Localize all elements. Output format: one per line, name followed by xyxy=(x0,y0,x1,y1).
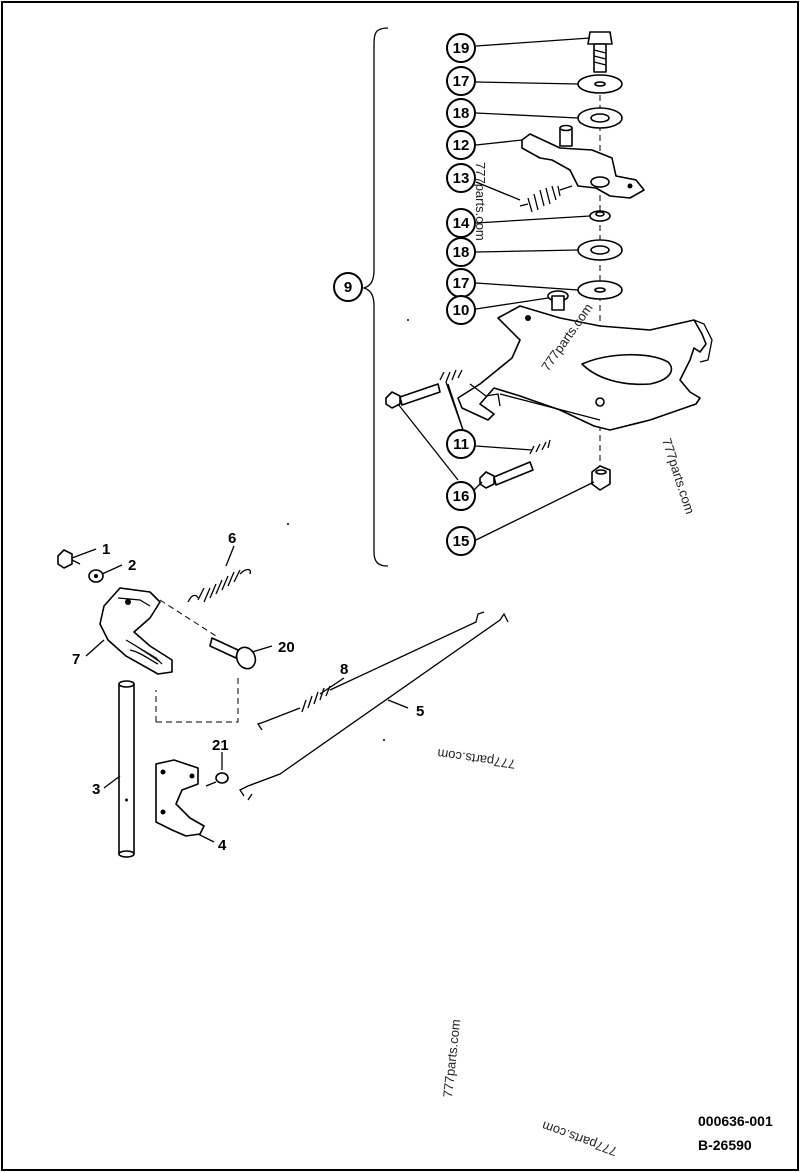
lower-leader-lines xyxy=(71,545,409,843)
label-8: 8 xyxy=(340,661,348,678)
callout-16: 16 xyxy=(446,481,476,511)
washer-2-part xyxy=(88,569,104,583)
svg-text:18: 18 xyxy=(453,244,470,261)
callout-18-top: 18 xyxy=(446,98,476,128)
callout-13: 13 xyxy=(446,163,476,193)
spring-13-part xyxy=(519,185,573,213)
svg-text:10: 10 xyxy=(453,302,470,319)
bushing-14-part xyxy=(589,210,611,222)
callout-18-lower: 18 xyxy=(446,237,476,267)
rod-8-part xyxy=(256,611,485,731)
callout-10: 10 xyxy=(446,295,476,325)
callout-9: 9 xyxy=(333,272,363,302)
label-4: 4 xyxy=(218,837,227,854)
watermark-1: 777parts.com xyxy=(473,162,488,241)
svg-text:11: 11 xyxy=(453,436,469,453)
callout-12: 12 xyxy=(446,130,476,160)
callout-17-top: 17 xyxy=(446,66,476,96)
washer-18-top-part xyxy=(577,107,623,129)
nut-15-part xyxy=(591,465,611,491)
lower-hidden-lines xyxy=(155,599,239,723)
callout-14: 14 xyxy=(446,208,476,238)
label-21: 21 xyxy=(212,737,229,754)
svg-text:20: 20 xyxy=(278,639,295,656)
svg-text:12: 12 xyxy=(453,137,470,154)
washer-17-lower-part xyxy=(577,280,623,300)
svg-text:16: 16 xyxy=(453,488,470,505)
bolt-19-part xyxy=(587,31,613,73)
label-3: 3 xyxy=(92,781,100,798)
washer-17-top-part xyxy=(577,74,623,94)
shaft-3-part xyxy=(118,680,135,858)
washer-18-lower-part xyxy=(577,239,623,261)
svg-text:9: 9 xyxy=(344,279,352,296)
watermark-5: 777parts.com xyxy=(440,1018,463,1098)
bracket-4-part xyxy=(155,759,205,837)
pivot-bracket-12-part xyxy=(521,124,645,199)
svg-text:19: 19 xyxy=(453,40,470,57)
label-6: 6 xyxy=(228,530,236,547)
svg-text:18: 18 xyxy=(453,105,470,122)
reference-number: B-26590 xyxy=(698,1137,752,1153)
control-plate-part xyxy=(457,305,713,431)
bolt-20-part xyxy=(209,637,257,670)
rod-5-part xyxy=(239,612,509,801)
drawing-number: 000636-001 xyxy=(698,1113,773,1129)
group-bracket xyxy=(361,27,389,567)
callout-17-lower: 17 xyxy=(446,268,476,298)
pin-10-part xyxy=(547,290,569,311)
bolt-1-part xyxy=(57,549,81,569)
lever-7-part xyxy=(99,587,173,675)
watermark-4: 777parts.com xyxy=(436,746,516,772)
watermark-6: 777parts.com xyxy=(540,1118,619,1159)
label-2: 2 xyxy=(128,557,136,574)
callout-19: 19 xyxy=(446,33,476,63)
label-5: 5 xyxy=(416,703,424,720)
callout-20: 20 xyxy=(278,639,295,656)
callout-11: 11 xyxy=(446,429,476,459)
label-1: 1 xyxy=(102,541,110,558)
watermark-3: 777parts.com xyxy=(659,436,698,516)
label-7: 7 xyxy=(72,651,80,668)
upper-leader-lines xyxy=(397,37,595,541)
screw-21-part xyxy=(205,772,229,787)
bolts-16-part xyxy=(385,383,534,489)
svg-text:17: 17 xyxy=(453,275,470,292)
svg-text:13: 13 xyxy=(453,170,470,187)
svg-text:15: 15 xyxy=(453,533,470,550)
svg-text:14: 14 xyxy=(453,215,470,232)
callout-15: 15 xyxy=(446,526,476,556)
spring-6-part xyxy=(187,568,252,603)
svg-text:17: 17 xyxy=(453,73,470,90)
